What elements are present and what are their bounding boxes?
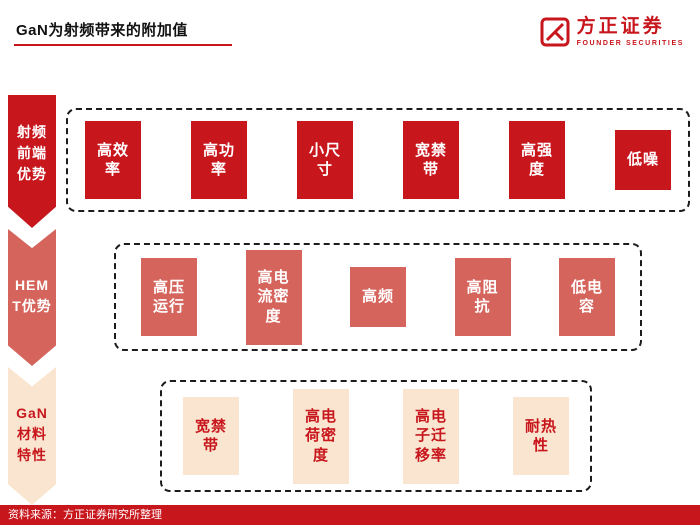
benefit-box: 高压 运行	[141, 258, 197, 336]
benefit-box: 低电 容	[559, 258, 615, 336]
page-title: GaN为射频带来的附加值	[16, 22, 188, 39]
logo-subtitle: FOUNDER SECURITIES	[576, 39, 684, 47]
source-text: 资料来源：方正证券研究所整理	[8, 509, 162, 521]
benefit-box: 高电 子迁 移率	[403, 388, 459, 484]
hemt-advantages-group: 高压 运行 高电 流密 度 高频 高阻 抗 低电 容	[114, 243, 642, 351]
logo-text: 方正证券 FOUNDER SECURITIES	[576, 16, 684, 47]
benefit-box: 高电 荷密 度	[293, 388, 349, 484]
benefit-box: 低噪	[615, 130, 671, 190]
row-label-rf-frontend: 射频 前端 优势	[8, 95, 56, 228]
benefit-box: 高阻 抗	[454, 258, 511, 336]
source-bar: 资料来源：方正证券研究所整理	[0, 505, 700, 525]
benefit-box: 高效 率	[85, 121, 141, 199]
benefit-box: 宽禁 带	[403, 121, 459, 199]
row-label-hemt: HEM T优势	[8, 229, 56, 366]
founder-securities-logo: 方正证券 FOUNDER SECURITIES	[540, 16, 684, 47]
benefit-box: 高功 率	[191, 121, 247, 199]
founder-logo-icon	[540, 17, 570, 47]
benefit-box: 耐热 性	[513, 397, 569, 475]
benefit-box: 高电 流密 度	[245, 249, 302, 345]
rf-advantages-group: 高效 率 高功 率 小尺 寸 宽禁 带 高强 度 低噪	[66, 108, 690, 212]
logo-name: 方正证券	[576, 16, 665, 38]
benefit-box: 高强 度	[509, 121, 565, 199]
benefit-box: 小尺 寸	[297, 121, 353, 199]
title-underline	[14, 44, 232, 46]
benefit-box: 宽禁 带	[183, 397, 239, 475]
row-label-gan-material: GaN 材料 特性	[8, 367, 56, 505]
gan-material-group: 宽禁 带 高电 荷密 度 高电 子迁 移率 耐热 性	[160, 380, 592, 492]
benefit-box: 高频	[350, 267, 406, 327]
